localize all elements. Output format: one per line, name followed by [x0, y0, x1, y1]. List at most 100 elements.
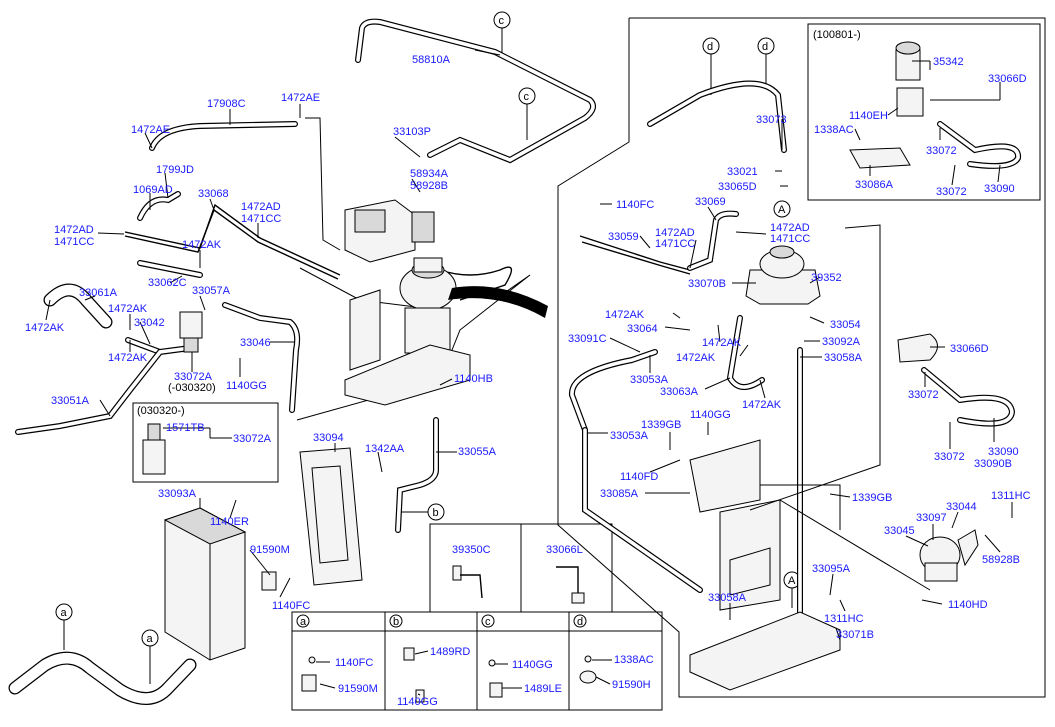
inset-bracket-33086A — [849, 147, 911, 169]
part-label: 1489LE — [524, 683, 562, 695]
part-label: 33093A — [158, 488, 197, 500]
hose-33091C — [569, 349, 658, 433]
detail-icons — [301, 565, 597, 703]
mounting-base-left — [344, 289, 471, 406]
part-label: 1140HB — [454, 373, 493, 385]
inset-solenoid-35342 — [895, 41, 924, 117]
part-label: 33072 — [926, 145, 957, 157]
part-label: 33059 — [608, 231, 639, 243]
hose-17908C — [149, 117, 341, 251]
part-label: 33071B — [836, 629, 874, 641]
part-label: 1472AK — [182, 239, 222, 251]
part-label: 39352 — [811, 272, 842, 284]
part-label: 1342AA — [365, 443, 405, 455]
part-label: 39350C — [452, 544, 491, 556]
part-label: 1472AD — [54, 224, 94, 236]
svg-text:A: A — [778, 204, 786, 216]
hose-33042 — [125, 337, 163, 355]
part-label: 58928B — [410, 180, 448, 192]
inset-title: (030320-) — [137, 405, 185, 417]
part-label: 33091C — [568, 333, 607, 345]
table-header: a — [300, 616, 307, 628]
part-label: 1472AK — [605, 309, 645, 321]
part-label: 1140GG — [226, 380, 267, 392]
table-header: d — [577, 616, 583, 628]
pipe-33046 — [222, 302, 301, 413]
svg-text:d: d — [707, 41, 713, 53]
part-label: 1311HC — [824, 613, 864, 625]
base-plate-33071B — [689, 611, 841, 691]
right-assembly-frame — [557, 17, 1046, 698]
hose-a-bottom — [8, 651, 197, 705]
part-label: 33051A — [51, 395, 90, 407]
part-label: 1472AK — [742, 399, 782, 411]
part-label: 33062C — [148, 277, 187, 289]
part-label: 33090B — [974, 458, 1012, 470]
part-label: 33070B — [688, 278, 726, 290]
part-label: 1472AK — [108, 352, 148, 364]
part-label: 33066D — [950, 343, 989, 355]
part-label: 1472AD — [770, 222, 810, 234]
callout-b: b — [398, 503, 445, 521]
part-label: 1069AD — [133, 184, 173, 196]
svg-text:a: a — [147, 633, 154, 645]
table-header: b — [393, 616, 399, 628]
part-label: 1140GG — [690, 409, 731, 421]
part-label: 33046 — [240, 337, 271, 349]
part-label: 33072A — [174, 371, 213, 383]
callout-a-left: a — [55, 603, 73, 650]
part-label: 33090 — [988, 446, 1019, 458]
inset-title: (100801-) — [813, 29, 861, 41]
part-label: 1140HD — [948, 599, 988, 611]
hose-33063A — [726, 315, 765, 390]
hose-33062C — [137, 260, 203, 278]
valve-assembly-33097 — [919, 529, 979, 582]
inset-frame-030320 — [132, 402, 279, 483]
svg-text:a: a — [61, 607, 68, 619]
part-label: 33054 — [830, 319, 861, 331]
gasket-33094 — [299, 447, 363, 586]
part-label: 33064 — [627, 323, 658, 335]
part-label: 33053A — [630, 374, 669, 386]
part-label: 33066L — [546, 544, 583, 556]
part-labels: 58810A 17908C 1472AE 1472AE 1799JD 1069A… — [25, 29, 1031, 708]
part-label: 33066D — [988, 73, 1027, 85]
pipe-33055A — [395, 417, 439, 533]
part-label: 33095A — [812, 563, 851, 575]
part-label: 33073 — [756, 114, 787, 126]
part-label: 1140GG — [512, 659, 553, 671]
part-label: 1472AD — [241, 201, 281, 213]
part-label: 1489RD — [430, 646, 470, 658]
part-label: 33072 — [934, 451, 965, 463]
inset-frame-100801 — [807, 23, 1041, 201]
part-label: 58810A — [412, 54, 451, 66]
hose-1799JD — [137, 191, 181, 221]
part-label: 33045 — [884, 525, 915, 537]
part-label: 1140FD — [620, 471, 658, 483]
part-label: 91590H — [612, 679, 651, 691]
part-label: 1472AE — [281, 92, 320, 104]
pipe-33069 — [687, 210, 739, 271]
part-label: 1311HC — [991, 490, 1031, 502]
callout-d-right: d — [757, 37, 775, 85]
pipe-33090-right — [921, 367, 1016, 427]
callout-a-right: a — [141, 629, 159, 684]
part-label: 1140ER — [210, 516, 249, 528]
part-label: 1799JD — [156, 164, 194, 176]
part-label: 33058A — [708, 592, 747, 604]
part-label: 1140FC — [616, 199, 654, 211]
bracket-connector-lines — [749, 224, 931, 591]
part-label: 1471CC — [54, 236, 94, 248]
part-label: 1339GB — [852, 492, 892, 504]
part-label: 33055A — [458, 446, 497, 458]
part-label: 1472AE — [131, 124, 170, 136]
inset-pipe-33090 — [937, 121, 1021, 169]
pipe-33059 — [579, 235, 691, 275]
part-label: 1472AK — [702, 337, 742, 349]
solenoid-33066D-right — [897, 333, 938, 363]
pipe-33073 — [647, 80, 787, 153]
part-label: 33058A — [824, 352, 863, 364]
callout-A-top: A — [773, 200, 791, 218]
part-label: 1140GG — [397, 696, 438, 708]
control-valve-block — [344, 199, 435, 263]
